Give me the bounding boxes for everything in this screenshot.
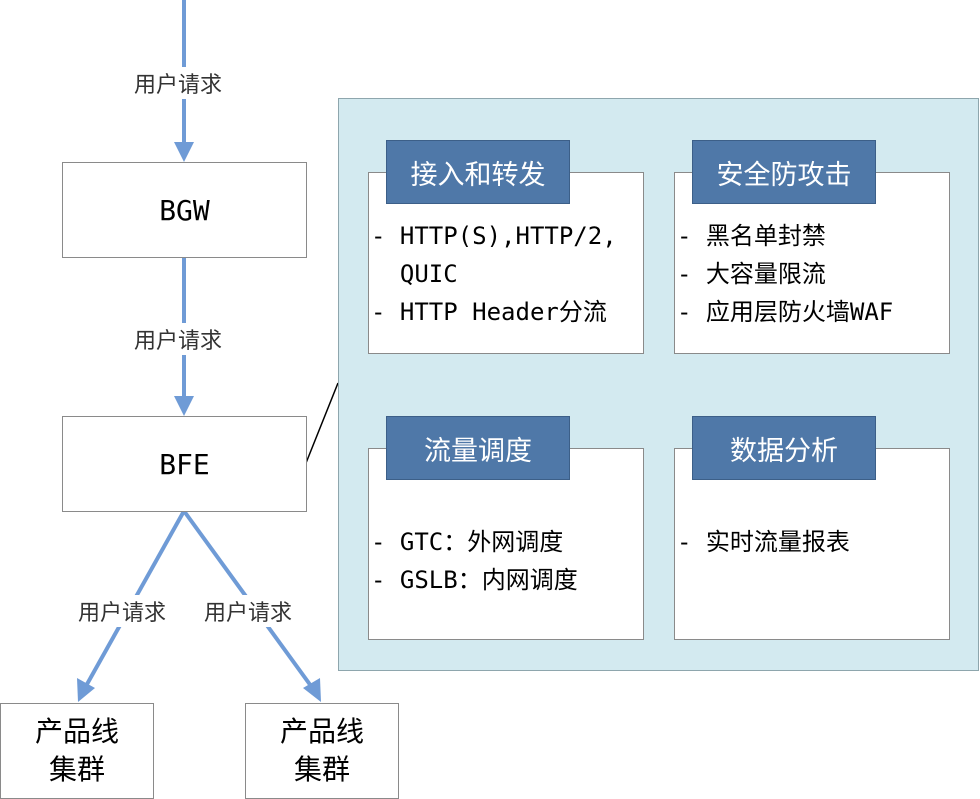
feature-card-data-analysis: - 实时流量报表 <box>674 448 950 640</box>
cluster-left-line2: 集群 <box>48 753 105 786</box>
node-cluster-left: 产品线 集群 <box>0 703 154 799</box>
card-body: - 黑名单封禁 - 大容量限流 - 应用层防火墙WAF <box>677 222 894 326</box>
arrowhead-bfe <box>174 396 194 416</box>
edge-label-bgw-to-bfe: 用户请求 <box>132 323 225 355</box>
node-bfe: BFE <box>62 416 307 512</box>
cluster-right-line1: 产品线 <box>279 715 364 748</box>
arrowhead-bgw <box>174 142 194 162</box>
card-title-access-forwarding: 接入和转发 <box>386 140 570 204</box>
card-title-data-analysis: 数据分析 <box>692 416 876 480</box>
bfe-features-panel: - HTTP(S),HTTP/2, QUIC - HTTP Header分流 接… <box>338 98 979 671</box>
card-title-security: 安全防攻击 <box>692 140 876 204</box>
card-body: - HTTP(S),HTTP/2, QUIC - HTTP Header分流 <box>371 222 617 326</box>
feature-card-traffic-scheduling: - GTC：外网调度 - GSLB：内网调度 <box>368 448 644 640</box>
edge-label-input-to-bgw: 用户请求 <box>132 67 225 99</box>
edge-label-bfe-to-cluster-right: 用户请求 <box>202 595 295 627</box>
card-body: - GTC：外网调度 - GSLB：内网调度 <box>371 528 578 594</box>
arrowhead-cluster-right <box>303 678 321 702</box>
card-title-traffic-scheduling: 流量调度 <box>386 416 570 480</box>
node-bgw: BGW <box>62 162 307 258</box>
card-body: - 实时流量报表 <box>677 528 850 556</box>
edge-label-bfe-to-cluster-left: 用户请求 <box>76 595 169 627</box>
node-bgw-label: BGW <box>159 193 210 227</box>
arrowhead-cluster-left <box>77 678 95 702</box>
cluster-left-line1: 产品线 <box>34 715 119 748</box>
node-cluster-right: 产品线 集群 <box>245 703 399 799</box>
node-bfe-label: BFE <box>159 447 210 481</box>
bfe-panel-connector <box>305 382 339 464</box>
cluster-right-line2: 集群 <box>293 753 350 786</box>
